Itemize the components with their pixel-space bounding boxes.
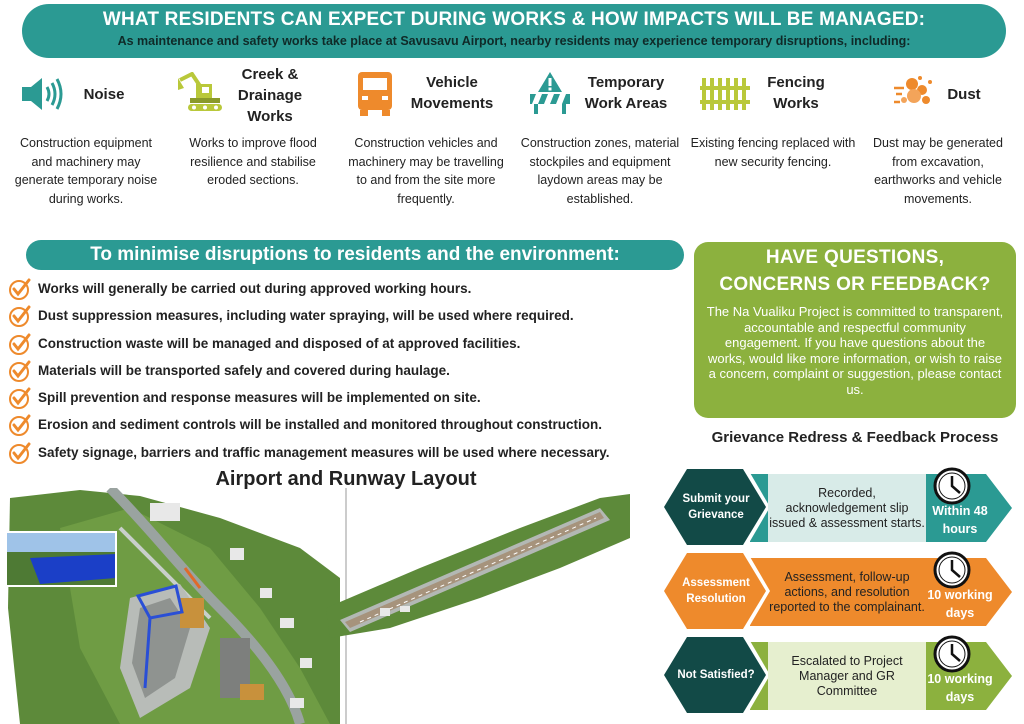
warning-barrier-icon (530, 72, 570, 114)
list-item-text: Construction waste will be managed and d… (38, 335, 521, 351)
check-circle-icon (9, 333, 31, 355)
airport-layout-map (5, 488, 630, 724)
fence-icon (700, 78, 750, 110)
impact-title: Noise (83, 86, 125, 103)
excavator-icon (178, 72, 222, 111)
step-hexagon (660, 634, 770, 716)
step-hexagon (660, 466, 770, 548)
minimise-heading: To minimise disruptions to residents and… (26, 240, 684, 270)
step-label: Not Satisfied? (677, 669, 755, 681)
list-item: Safety signage, barriers and traffic man… (8, 439, 698, 466)
impact-desc: Construction vehicles and machinery may … (348, 136, 504, 206)
impact-desc: Dust may be generated from excavation, e… (873, 136, 1003, 206)
list-item: Erosion and sediment controls will be in… (8, 411, 698, 438)
impact-desc: Construction equipment and machinery may… (14, 136, 158, 206)
impact-title: Dust (947, 86, 981, 103)
impact-title: Temporary Work Areas (584, 74, 668, 112)
list-item: Materials will be transported safely and… (8, 357, 698, 384)
check-circle-icon (9, 305, 31, 328)
step-label: Submit your Grievance (682, 493, 750, 521)
page-subtitle: As maintenance and safety works take pla… (117, 34, 911, 48)
grievance-step-submit: Submit your Grievance Recorded, acknowle… (660, 466, 1012, 548)
grievance-title: Grievance Redress & Feedback Process (711, 429, 999, 446)
list-item: Works will generally be carried out duri… (8, 275, 698, 302)
impact-title: Creek & Drainage Works (237, 66, 303, 125)
questions-box: HAVE QUESTIONS, CONCERNS OR FEEDBACK? Th… (694, 242, 1016, 418)
check-circle-icon (9, 414, 31, 437)
impact-desc: Construction zones, material stockpiles … (520, 136, 680, 206)
impact-noise: Noise Construction equipment and machine… (14, 64, 158, 234)
step-time: Within 48 hours (932, 504, 988, 536)
step-label: Assessment Resolution (682, 577, 750, 605)
step-text: Recorded, acknowledgement slip issued & … (768, 474, 926, 542)
truck-icon (358, 72, 392, 116)
impact-title: Fencing Works (767, 74, 825, 112)
minimise-list: Works will generally be carried out duri… (8, 275, 698, 466)
list-item-text: Safety signage, barriers and traffic man… (38, 444, 610, 460)
list-item: Spill prevention and response measures w… (8, 384, 698, 411)
list-item-text: Works will generally be carried out duri… (38, 281, 472, 296)
aerial-map-terminal (8, 488, 340, 724)
check-circle-icon (9, 278, 31, 300)
grievance-step-not-satisfied: Not Satisfied? Escalated to Project Mana… (660, 634, 1012, 716)
dust-icon (894, 76, 932, 104)
list-item: Construction waste will be managed and d… (8, 330, 698, 357)
impact-desc: Works to improve flood resilience and st… (189, 136, 317, 187)
step-time: 10 working days (927, 672, 993, 704)
impact-creek-drainage: Creek & Drainage Works Works to improve … (172, 64, 334, 234)
step-text: Escalated to Project Manager and GR Comm… (768, 642, 926, 710)
check-circle-icon (9, 360, 31, 382)
list-item-text: Spill prevention and response measures w… (38, 390, 481, 406)
questions-title-line2: CONCERNS OR FEEDBACK? (719, 274, 991, 295)
clock-icon (933, 635, 971, 673)
impact-fencing-works: Fencing Works Existing fencing replaced … (690, 64, 856, 234)
clock-icon (933, 467, 971, 505)
impact-temporary-work-areas: Temporary Work Areas Construction zones,… (520, 64, 680, 234)
site-photo (5, 531, 117, 587)
aerial-map-runway (326, 494, 630, 638)
top-banner: WHAT RESIDENTS CAN EXPECT DURING WORKS &… (22, 4, 1006, 58)
questions-title-line1: HAVE QUESTIONS, (765, 247, 945, 268)
impact-title: Vehicle Movements (410, 74, 494, 112)
list-item-text: Erosion and sediment controls will be in… (38, 417, 603, 433)
page-title: WHAT RESIDENTS CAN EXPECT DURING WORKS &… (102, 9, 926, 30)
speaker-icon (22, 78, 63, 110)
list-item: Dust suppression measures, including wat… (8, 302, 698, 329)
step-text: Assessment, follow-up actions, and resol… (769, 569, 925, 614)
impact-dust: Dust Dust may be generated from excavati… (870, 64, 1006, 234)
list-item-text: Dust suppression measures, including wat… (38, 308, 574, 324)
step-time: 10 working days (927, 588, 993, 620)
clock-icon (933, 551, 971, 589)
map-title: Airport and Runway Layout (215, 468, 477, 490)
step-hexagon (660, 550, 770, 632)
check-circle-icon (9, 442, 31, 464)
impact-vehicle-movements: Vehicle Movements Construction vehicles … (346, 64, 506, 234)
questions-text: The Na Vualiku Project is committed to t… (706, 304, 1004, 397)
grievance-step-assessment: Assessment Resolution Assessment, follow… (660, 550, 1012, 632)
check-circle-icon (9, 387, 31, 410)
list-item-text: Materials will be transported safely and… (38, 362, 450, 378)
impact-desc: Existing fencing replaced with new secur… (690, 136, 856, 169)
